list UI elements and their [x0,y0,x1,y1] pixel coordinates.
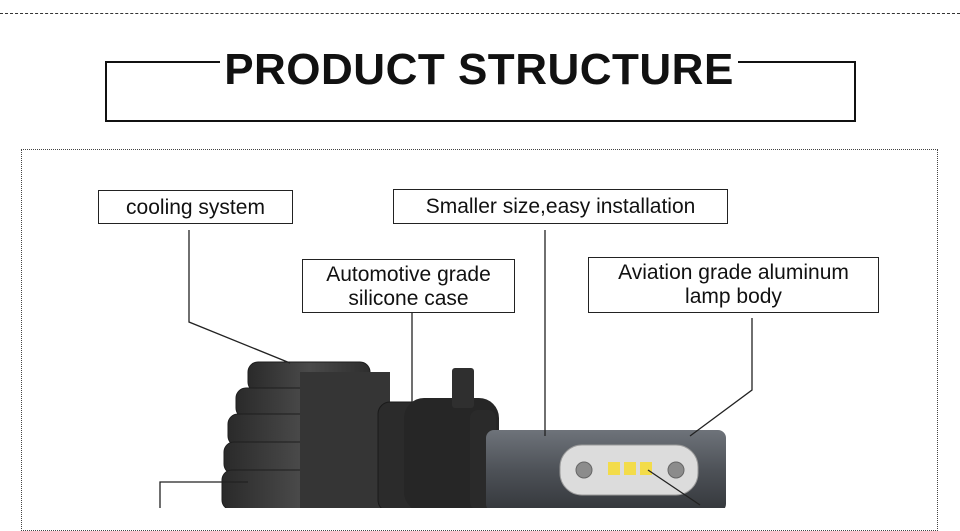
label-silicone-case-line1: Automotive grade [326,263,491,286]
label-lamp-body: Aviation grade aluminum lamp body [588,257,879,313]
top-dashed-divider [0,13,960,14]
label-cooling-system-text: cooling system [126,196,265,219]
locking-tab [452,368,474,408]
label-cooling-system: cooling system [98,190,293,224]
label-lamp-body-line2: lamp body [685,285,782,308]
label-silicone-case-line2: silicone case [348,287,469,310]
label-lamp-body-line1: Aviation grade aluminum [618,261,849,284]
label-smaller-size: Smaller size,easy installation [393,189,728,224]
lamp-illustration [159,230,753,508]
page-title: PRODUCT STRUCTURE [220,44,738,96]
leader-lines [159,230,753,508]
label-silicone-case: Automotive grade silicone case [302,259,515,313]
heatsink-core [300,372,390,508]
label-smaller-size-text: Smaller size,easy installation [425,195,696,218]
